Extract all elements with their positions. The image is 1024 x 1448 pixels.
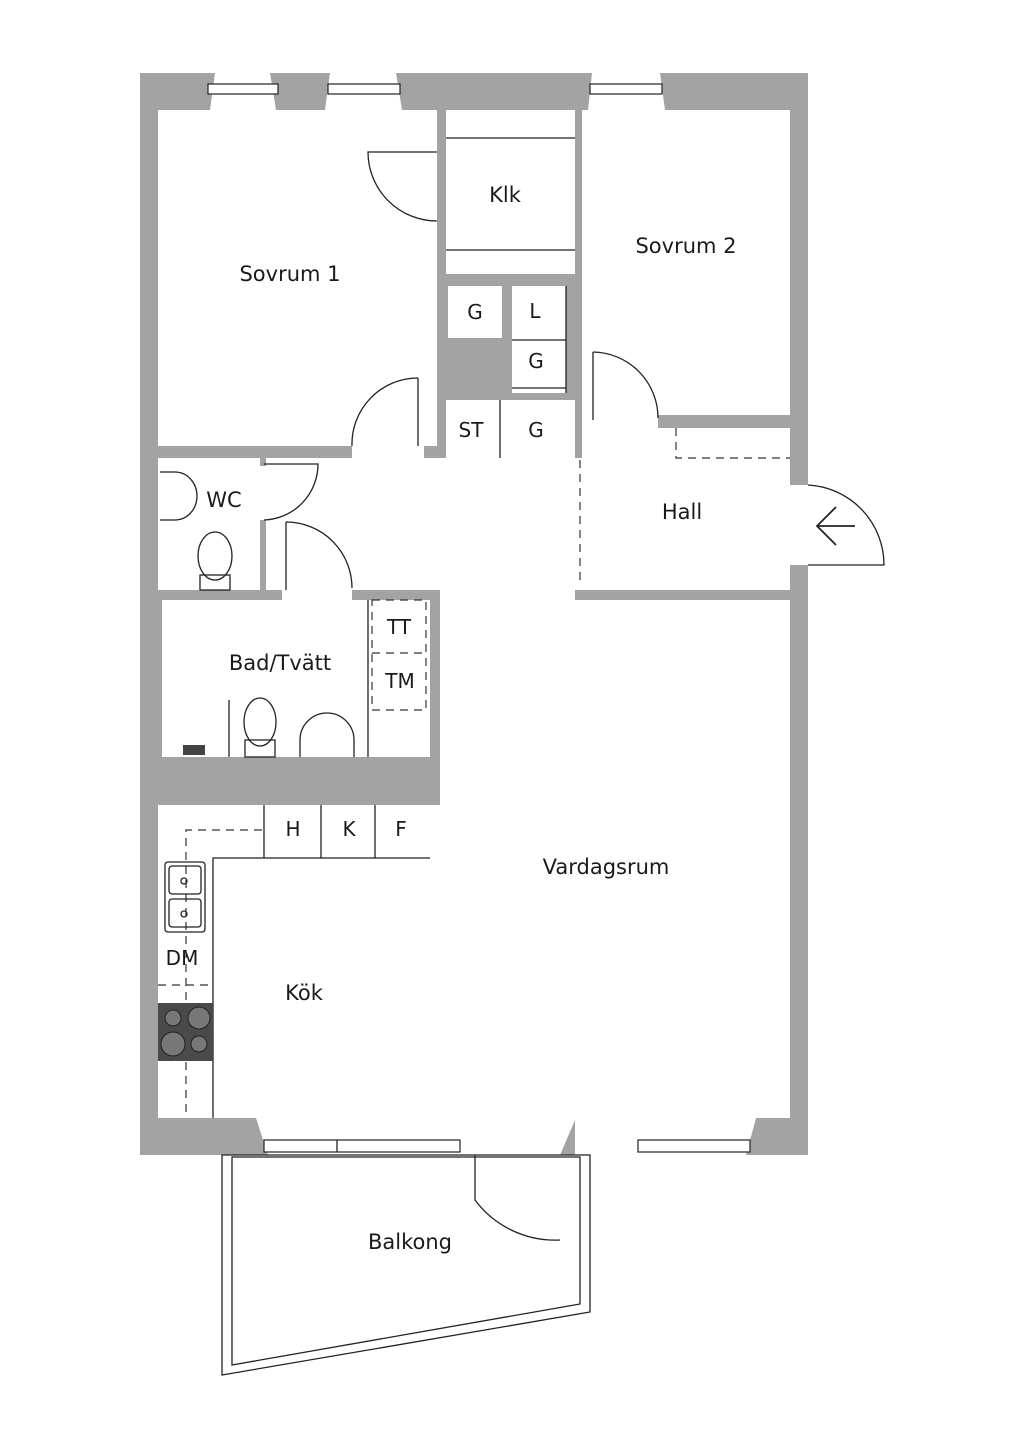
fixture-label-st: ST (459, 418, 485, 442)
room-label-vardagsrum: Vardagsrum (543, 855, 670, 879)
fixture-label-f: F (395, 817, 407, 841)
room-label-klk: Klk (489, 183, 522, 207)
sink-icon (164, 861, 206, 933)
room-label-kok: Kök (285, 981, 324, 1005)
fixture-label-k: K (342, 817, 356, 841)
windows (207, 73, 756, 1155)
room-label-balkong: Balkong (368, 1230, 452, 1254)
kitchen-counters (212, 805, 430, 1118)
fixture-label-tm: TM (384, 669, 414, 693)
fixture-label-h: H (285, 817, 300, 841)
room-label-wc: WC (206, 488, 241, 512)
fixture-label-g: G (528, 349, 544, 373)
room-label-sovrum2: Sovrum 2 (635, 234, 736, 258)
fixture-label-dm: DM (166, 946, 199, 970)
wc-fixtures (160, 471, 233, 591)
bathroom-fixtures (183, 697, 355, 758)
closet-lines (446, 137, 575, 458)
fixture-label-tt: TT (386, 615, 412, 639)
stove-icon (158, 1003, 213, 1061)
door-swings (263, 151, 885, 1241)
balcony-outline (221, 1154, 591, 1376)
room-areas (158, 110, 810, 1157)
fixture-label-l: L (529, 299, 541, 323)
fixture-label-g: G (528, 418, 544, 442)
fixture-label-g: G (467, 300, 483, 324)
entrance-arrow-icon (815, 506, 855, 546)
room-label-hall: Hall (662, 500, 702, 524)
room-label-bad: Bad/Tvätt (229, 651, 331, 675)
room-label-sovrum1: Sovrum 1 (239, 262, 340, 286)
